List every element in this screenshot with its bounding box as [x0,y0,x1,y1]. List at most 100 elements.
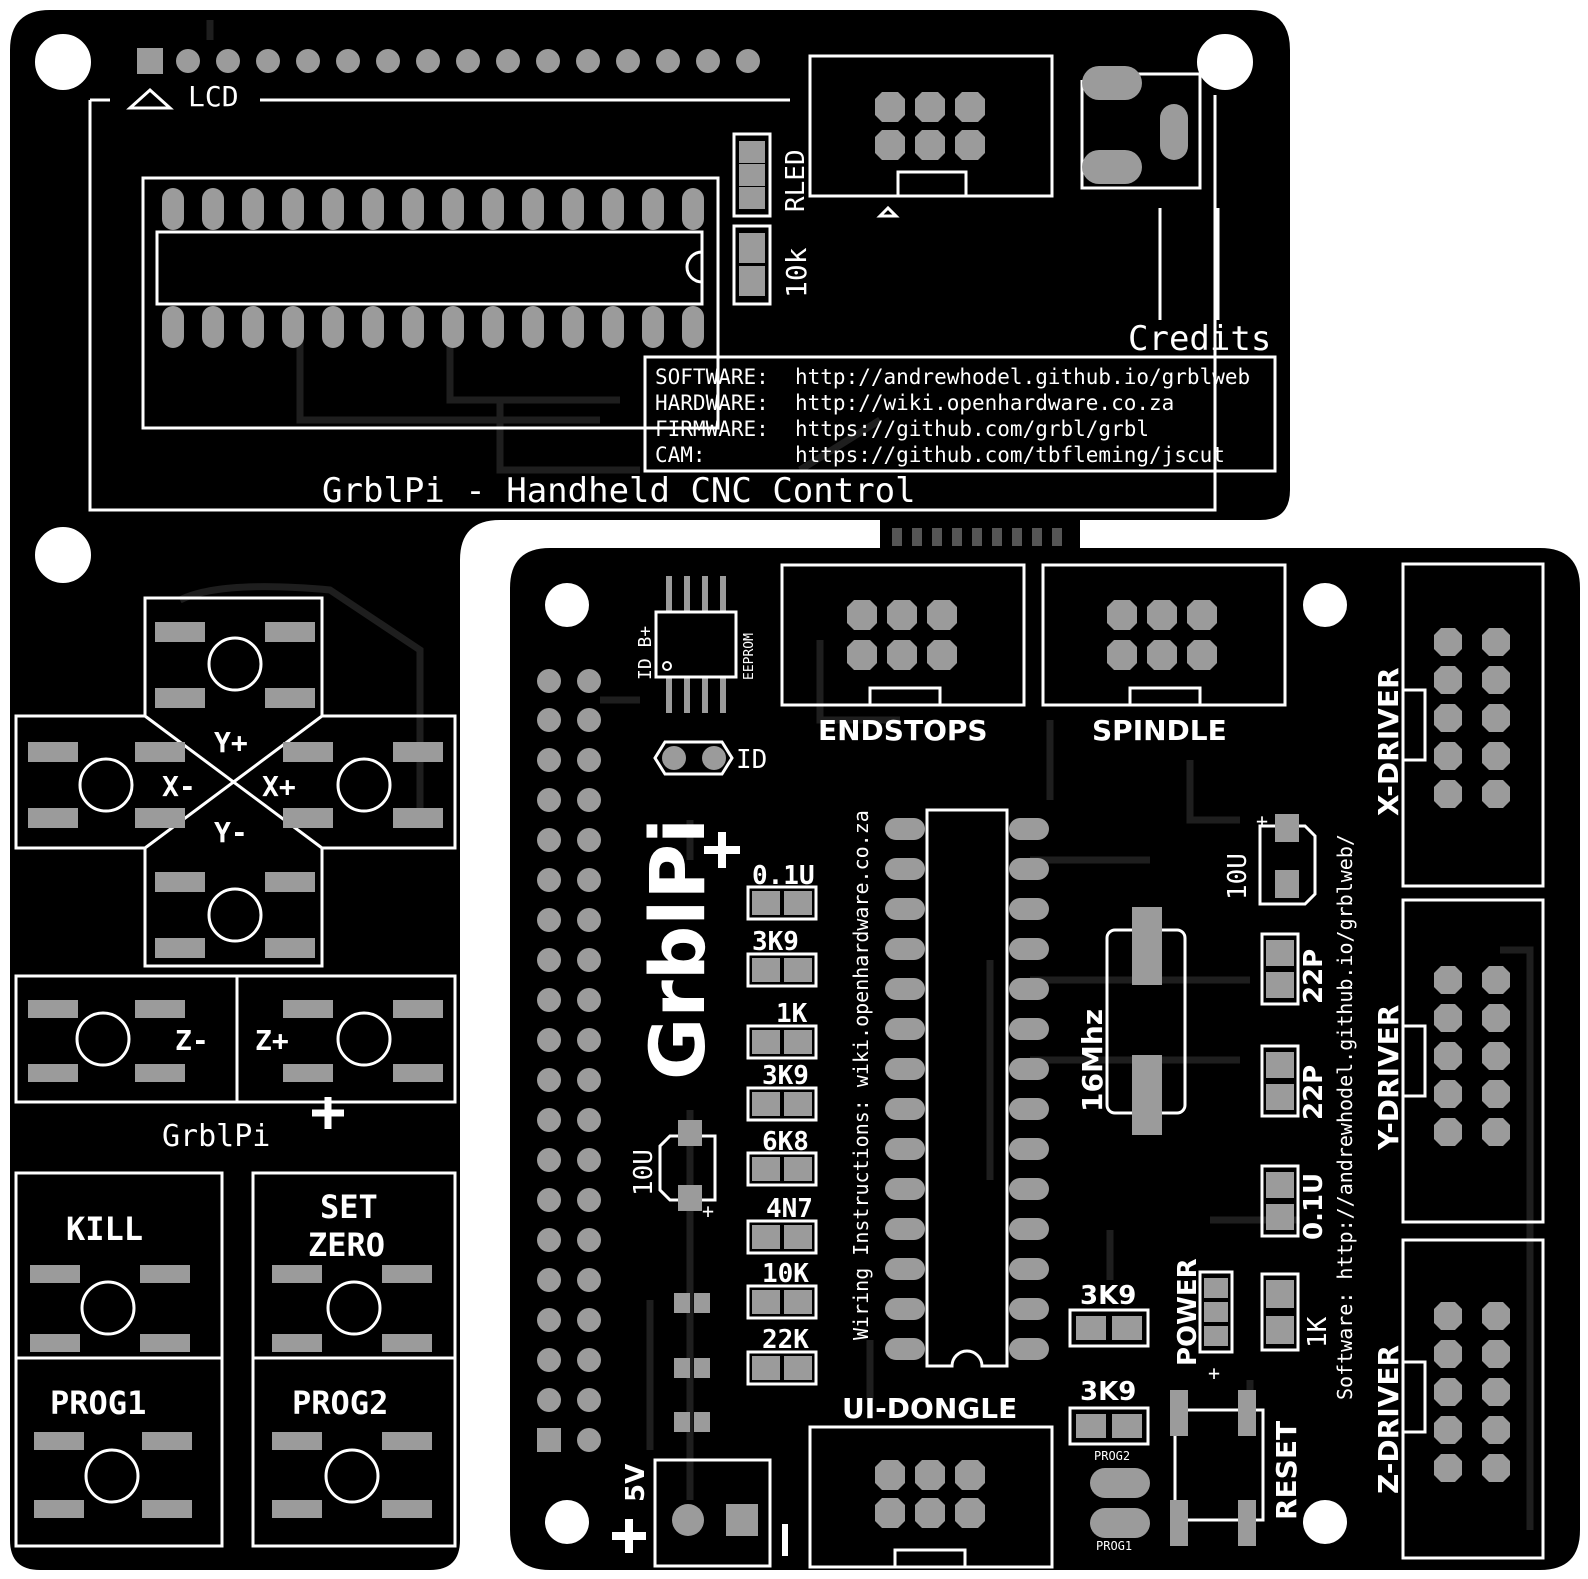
credits-url-2: https://github.com/grbl/grbl [795,417,1149,441]
r3k9-b-outline [1068,1406,1150,1446]
endstops-label: ENDSTOPS [818,714,988,747]
action-buttons-outline [14,1171,457,1548]
credits-url-3: https://github.com/tbfleming/jscut [795,443,1225,467]
reset-switch-outline [1173,1408,1265,1522]
r10k-label: 10k [780,247,813,298]
id-jumper-outline [653,740,734,776]
credits-url-1: http://wiki.openhardware.co.za [795,391,1174,415]
main-brand-plus [704,832,740,868]
x-minus-label: X- [162,770,196,803]
power-plus: + [1208,1361,1220,1385]
prog2-label: PROG2 [292,1384,388,1422]
credits-key-3: CAM: [655,443,706,467]
lcd-isp-pins [875,92,985,160]
ui-dongle-outline [808,1425,1054,1569]
dip-chip-body [155,230,704,306]
lcd-isp-key [896,170,968,196]
lcd-header-pins [137,48,760,74]
spindle-header-outline [1041,563,1287,707]
z-driver [1401,1238,1545,1560]
left-brand-label: GrblPi [162,1119,270,1154]
cap-10u-top-label: 10U [1223,853,1253,900]
r1k-label: 1K [1303,1316,1333,1348]
gpio-header-pins [537,669,601,1452]
credits-key-1: HARDWARE: [655,391,769,415]
five-v-label: 5V [621,1464,651,1502]
crystal-label: 16Mhz [1076,1009,1109,1112]
reset-label: RESET [1270,1421,1303,1520]
cap-10u-left-outline [658,1134,717,1202]
rled-outline [732,132,772,218]
spindle-label: SPINDLE [1092,714,1227,747]
spindle-pins [1107,600,1217,670]
resistor-column [746,885,818,1386]
atmega-outline [925,808,1009,1368]
r3k9-b-label: 3K9 [1080,1377,1136,1407]
reset-switch-pads [1170,1390,1256,1546]
res-label-7: 22K [762,1325,809,1355]
credits-title: Credits [1128,319,1271,359]
lcd-isp-pin1-mark [876,205,900,218]
dip-notch [685,250,703,284]
power-terminal-outline [653,1458,772,1568]
prog1-label: PROG1 [50,1384,146,1422]
eeprom-id-label: ID B+ [635,626,656,680]
res-label-0: 0.1U [752,861,815,891]
contrast-pot-pads [1082,66,1188,184]
pin1-triangle [126,87,174,110]
spindle-key [1128,686,1202,705]
y-minus-label: Y- [214,816,248,849]
cap-01u-outline [1260,1164,1300,1238]
dip-socket-outline [141,176,720,430]
board-title: GrblPi - Handheld CNC Control [322,471,916,511]
set-zero-label-line1: SET [320,1188,378,1226]
z-plus-label: Z+ [255,1024,289,1057]
z-driver-label: Z-DRIVER [1372,1345,1405,1494]
action-button-pads [30,1265,432,1518]
r10k-outline [732,224,772,306]
cap-01u-label: 0.1U [1299,1173,1329,1240]
set-zero-label-line2: ZERO [308,1226,385,1264]
software-link: Software: http://andrewhodel.github.io/g… [1333,834,1357,1400]
x-driver-label: X-DRIVER [1372,667,1405,816]
ui-dongle-label: UI-DONGLE [842,1392,1017,1425]
rled-pads [739,141,765,209]
ui-dongle-key [893,1548,967,1567]
endstops-key [868,686,942,705]
res-label-5: 4N7 [766,1194,813,1224]
prog2-small-label: PROG2 [1094,1449,1130,1463]
cap-22p-1-label: 22P [1299,949,1329,1004]
jog-button-circles [78,636,392,943]
r3k9-a-label: 3K9 [1080,1281,1136,1311]
eeprom-pin1-dot [662,661,672,671]
mounting-holes-main [545,583,1347,1544]
contrast-pot-outline [1080,72,1202,190]
cap-10u-top-plus: + [1256,809,1268,833]
cap-22p-2-label: 22P [1299,1065,1329,1120]
x-driver [1401,562,1545,888]
eeprom-pins [666,576,726,713]
rled-label: RLED [781,149,811,212]
left-brand-plus [312,1097,344,1129]
top-left-board-outline [10,10,1290,1570]
eeprom-label: EEPROM [742,633,757,680]
credits-lines: SOFTWARE: http://andrewhodel.github.io/g… [655,365,1250,467]
r10k-pads [739,233,765,296]
power-label: POWER [1173,1258,1203,1366]
x-plus-label: X+ [262,770,296,803]
eeprom-body [654,610,738,679]
lcd-outline [88,95,1217,512]
wiring-instructions: Wiring Instructions: wiki.openhardware.c… [849,810,873,1340]
bridge-fingers [892,528,1062,546]
z-minus-label: Z- [175,1024,209,1057]
mounting-holes [27,26,1261,591]
cap-22p-1-outline [1260,932,1300,1006]
dip-pins-top [162,188,704,348]
y-driver-label: Y-DRIVER [1372,1005,1405,1151]
id-jumper-label: ID [736,745,767,775]
z-pads [28,1000,443,1082]
credits-leaders [1158,208,1220,320]
prog-jumper-pads [1090,1468,1150,1538]
terminal-plus-sign [612,1519,646,1553]
